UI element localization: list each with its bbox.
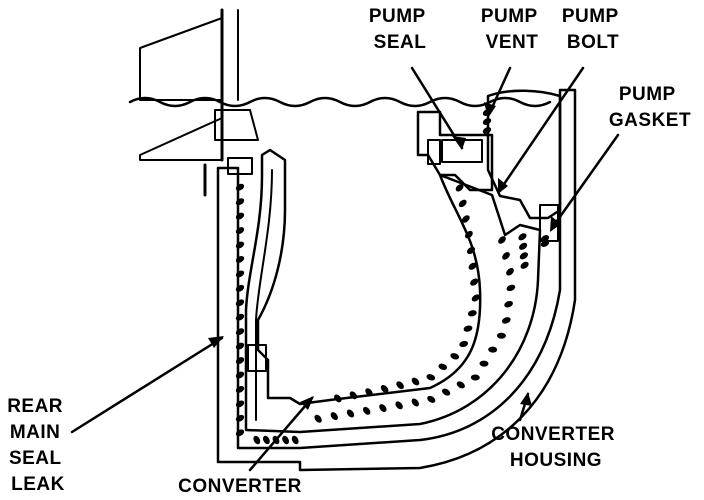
label-rear-main-seal-leak: REAR MAIN SEAL LEAK [7, 396, 69, 495]
oil-drop [456, 381, 465, 389]
oil-drop [235, 342, 245, 350]
engine-block [139, 8, 239, 162]
oil-drop [235, 414, 245, 422]
oil-drop [470, 278, 479, 286]
label-pump-gasket: PUMP GASKET [609, 84, 691, 131]
oil-drop [379, 404, 387, 413]
oil-drop [395, 401, 403, 410]
oil-drop [235, 227, 245, 235]
oil-drop [330, 412, 338, 421]
oil-drop [363, 406, 371, 415]
oil-drop [498, 236, 506, 244]
oil-drop [450, 353, 460, 360]
oil-drop [506, 284, 516, 292]
arrowheads [208, 102, 561, 410]
oil-drop [519, 252, 528, 260]
leader-lines [70, 66, 620, 472]
oil-drop [334, 394, 342, 403]
break-line [128, 96, 552, 108]
oil-drop [442, 388, 451, 396]
oil-drop [235, 198, 245, 206]
oil-drop [235, 270, 245, 278]
oil-drop [459, 340, 469, 348]
oil-drop [466, 246, 476, 254]
oil-drop-trail [235, 109, 550, 445]
oil-drop [461, 215, 470, 223]
oil-drop [365, 388, 373, 397]
oil-drop [396, 381, 404, 390]
oil-drop [235, 183, 245, 191]
converter-weld-block [247, 344, 267, 372]
oil-drop [482, 118, 492, 125]
oil-drop [518, 233, 527, 241]
label-pump-vent: PUMP VENT [481, 6, 543, 53]
label-pump-bolt: PUMP BOLT [562, 6, 624, 53]
oil-drop [235, 313, 245, 321]
oil-drop [488, 346, 498, 353]
oil-drop [467, 310, 477, 317]
oil-drop [426, 374, 436, 381]
oil-drop [464, 230, 473, 239]
oil-drop [504, 300, 513, 308]
oil-drop [540, 240, 550, 247]
oil-drop [291, 435, 299, 445]
oil-drop [314, 414, 322, 423]
oil-drop [506, 268, 514, 276]
oil-drop [235, 284, 245, 292]
oil-drop [235, 299, 245, 307]
oil-drop [470, 374, 480, 381]
pump-housing [486, 89, 562, 220]
oil-drop [235, 328, 245, 336]
torque-converter-shell [244, 148, 542, 434]
oil-drop [458, 199, 467, 208]
oil-drop [438, 363, 448, 370]
oil-drop [380, 385, 389, 393]
oil-drop [455, 184, 464, 192]
oil-drop [235, 255, 245, 263]
converter-inner-wall [255, 169, 273, 421]
oil-drop [519, 242, 528, 250]
oil-drop [235, 429, 245, 437]
oil-drop [479, 360, 489, 367]
oil-drop [235, 241, 245, 249]
pump-seal-assembly [416, 110, 494, 192]
oil-drop [262, 435, 270, 445]
oil-drop [520, 261, 529, 269]
label-converter: CONVERTER [178, 476, 302, 497]
oil-drop [253, 435, 261, 445]
label-pump-seal: PUMP SEAL [369, 6, 431, 53]
oil-drop [346, 409, 355, 418]
oil-drop [235, 385, 245, 393]
oil-drop [282, 435, 290, 445]
oil-drop [349, 391, 358, 400]
oil-drop [482, 127, 492, 134]
oil-drop [496, 332, 506, 339]
oil-drop [235, 212, 245, 220]
oil-drop [502, 252, 510, 260]
oil-drop [411, 377, 420, 386]
oil-drop [427, 395, 436, 403]
oil-drop [468, 262, 477, 270]
oil-drop [235, 400, 245, 408]
rear-main-seal-area [203, 109, 259, 197]
oil-drop [471, 294, 480, 302]
converter-housing-shell [216, 88, 577, 472]
oil-drop [463, 325, 473, 332]
oil-drop [501, 317, 511, 324]
oil-drop [235, 357, 245, 365]
oil-drop [235, 371, 245, 379]
oil-drop [411, 398, 419, 407]
label-converter-housing: CONVERTER HOUSING [491, 424, 621, 471]
